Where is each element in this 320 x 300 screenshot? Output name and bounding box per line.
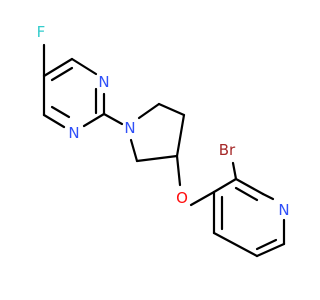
bond (82, 112, 106, 128)
bond (255, 242, 286, 258)
bond (175, 154, 182, 187)
bond (255, 238, 278, 251)
atom-f: F (37, 23, 46, 41)
atom-br: Br (219, 141, 236, 159)
bond (50, 105, 71, 119)
bond (212, 177, 238, 194)
bond (261, 192, 275, 201)
atom-n-pyrimidine-1: N (98, 73, 109, 91)
atom-n-pyrimidine-2: N (68, 124, 79, 142)
bond (231, 161, 238, 181)
atom-labels: F N N N O Br N (37, 23, 290, 219)
molecule-structure: F N N N O Br N (37, 23, 290, 258)
bond (135, 154, 179, 163)
bond (175, 113, 186, 158)
bond (137, 102, 161, 120)
bond (157, 102, 186, 117)
bond (129, 138, 139, 163)
bond (234, 186, 259, 202)
bond (212, 231, 259, 258)
atom-n-pyrrolidine: N (124, 119, 135, 137)
bond (50, 66, 74, 82)
atom-n-pyridine: N (278, 201, 289, 219)
bond (42, 57, 74, 78)
atom-o: O (176, 189, 188, 207)
bond (102, 112, 124, 126)
bond (189, 190, 216, 207)
bond (234, 177, 265, 196)
bond (42, 113, 66, 129)
bond (70, 57, 98, 76)
bonds (42, 43, 286, 258)
